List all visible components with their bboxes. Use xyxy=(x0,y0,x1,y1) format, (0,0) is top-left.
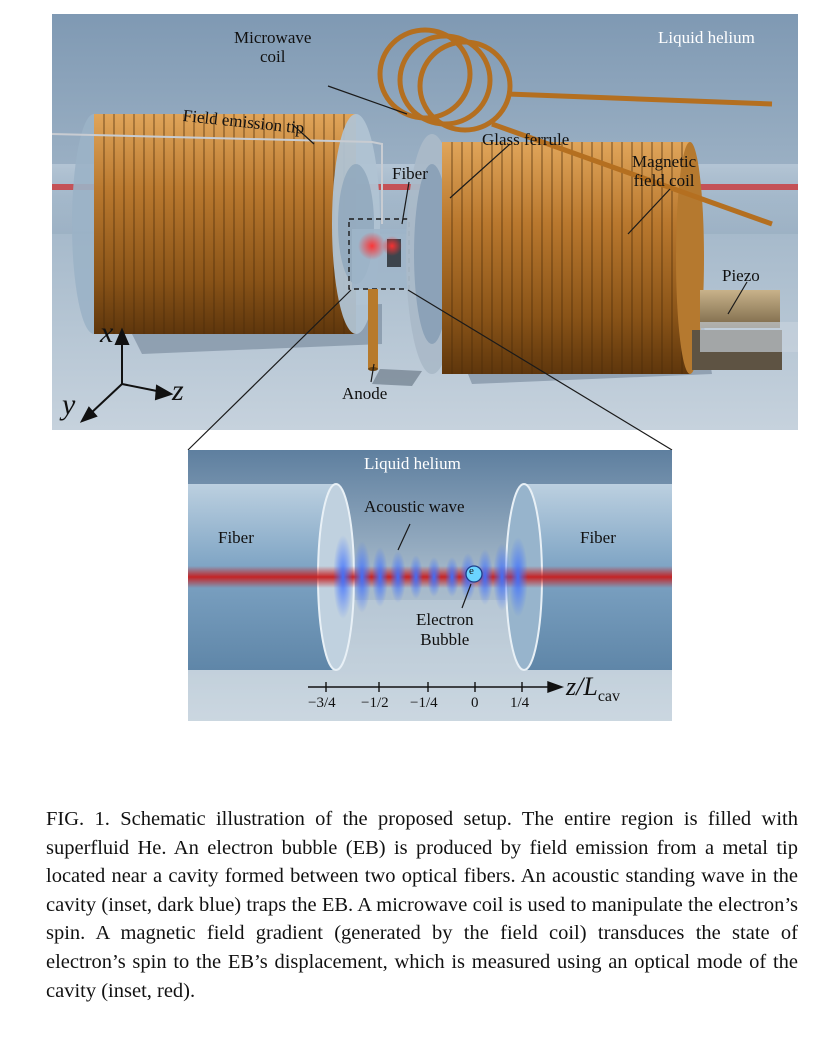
tick-label: −3/4 xyxy=(308,695,336,711)
inset-fiber-right-label: Fiber xyxy=(580,528,616,547)
acoustic-wave-label: Acoustic wave xyxy=(364,497,465,516)
magnetic-field-coil-label: Magnetic field coil xyxy=(632,152,697,190)
figure-caption: FIG. 1. Schematic illustration of the pr… xyxy=(46,805,798,1005)
tick-label: 1/4 xyxy=(510,695,530,711)
axis-z-label: z xyxy=(172,374,184,407)
tick-label: −1/2 xyxy=(361,695,389,711)
electron-bubble-label: Electron Bubble xyxy=(416,610,474,649)
inset-fiber-left-label: Fiber xyxy=(218,528,254,547)
inset-illustration xyxy=(188,450,672,721)
piezo-label: Piezo xyxy=(722,266,760,285)
electron-symbol: e xyxy=(469,565,474,577)
left-coil xyxy=(72,114,380,334)
inset-liquid-helium-label: Liquid helium xyxy=(364,454,461,473)
inset-axis-label: z/Lcav xyxy=(566,672,621,706)
tick-label: −1/4 xyxy=(410,695,438,711)
axis-x-label: x xyxy=(100,316,114,349)
anode-label: Anode xyxy=(342,384,388,403)
inset-figure: Liquid helium Fiber Fiber Acoustic wave … xyxy=(188,450,672,721)
fiber-label: Fiber xyxy=(392,164,428,183)
main-figure-illustration xyxy=(51,14,798,430)
microwave-coil-label: Microwave coil xyxy=(234,28,312,66)
liquid-helium-label: Liquid helium xyxy=(658,28,755,47)
microwave-coil xyxy=(377,27,773,227)
axis-y-label: y xyxy=(62,388,76,421)
glass-ferrule-label: Glass ferrule xyxy=(482,130,570,149)
tick-label: 0 xyxy=(471,695,479,711)
main-figure: Microwave coil Field emission tip Glass … xyxy=(51,14,798,430)
zoom-lines xyxy=(187,289,673,451)
caption-text: FIG. 1. Schematic illustration of the pr… xyxy=(46,808,798,1002)
